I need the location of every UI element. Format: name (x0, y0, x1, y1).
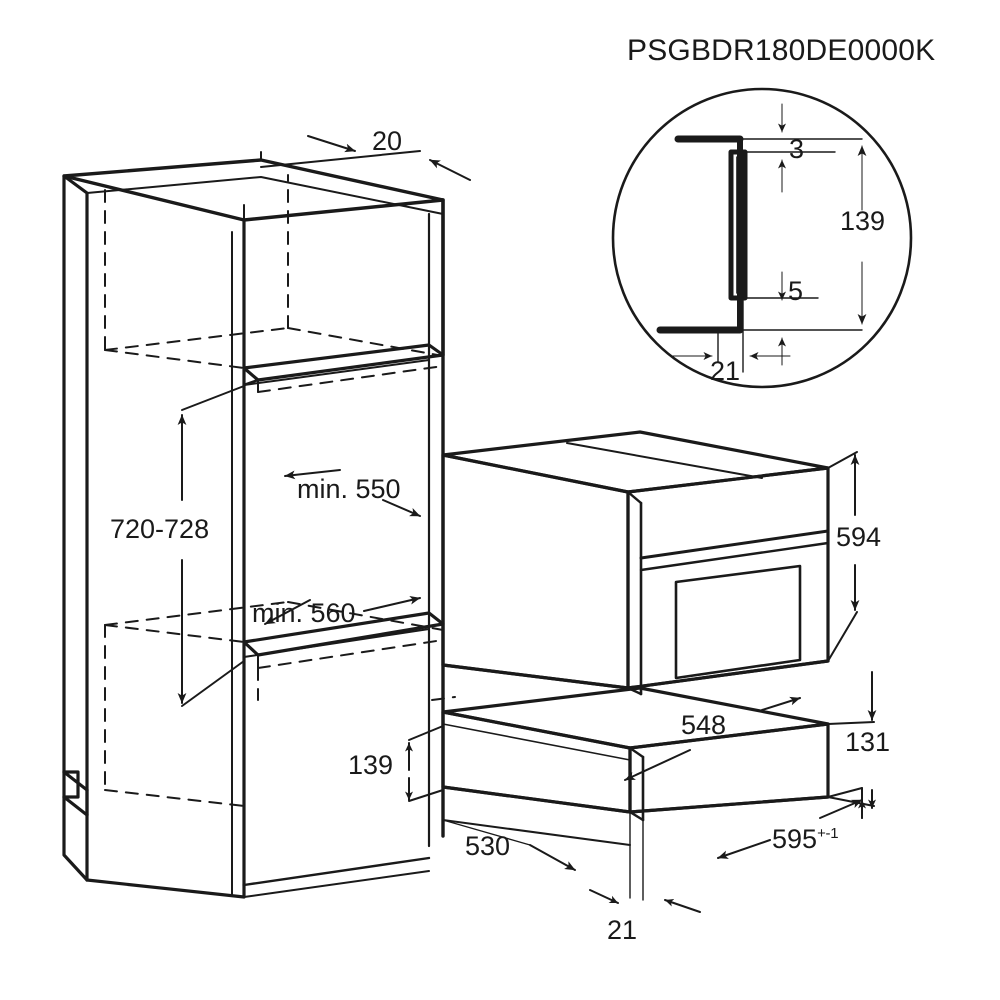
dim-label-detail-gap-bottom: 5 (788, 276, 804, 306)
dim-label-top-gap: 20 (372, 126, 403, 156)
dim-niche-depth (284, 469, 421, 517)
dim-label-detail-height: 139 (840, 206, 886, 236)
dim-label-drawer-height: 131 (845, 727, 891, 757)
dim-label-drawer-niche-height: 139 (348, 750, 394, 780)
dim-label-oven-height: 594 (836, 522, 882, 552)
cabinet-carcass (62, 158, 456, 899)
dim-label-niche-height: 720-728 (110, 514, 210, 544)
dim-top-gap-20 (243, 135, 471, 221)
hidden-edges (104, 174, 456, 807)
dim-niche-width (264, 595, 421, 625)
dim-label-drawer-width-tolerance: +-1 (817, 825, 839, 842)
dim-drawer-width (717, 787, 866, 859)
oven-body (441, 430, 830, 696)
dim-drawer-front-offset (589, 819, 701, 913)
dim-label-niche-depth: min. 550 (297, 474, 401, 504)
dim-label-drawer-width: 595+-1 (772, 824, 839, 854)
dim-label-drawer-depth: 548 (681, 710, 727, 740)
page-title: PSGBDR180DE0000K (627, 34, 936, 67)
dim-niche-height (177, 385, 245, 707)
dim-drawer-niche-height (405, 725, 444, 802)
dim-drawer-depth (624, 696, 801, 781)
dim-label-niche-width: min. 560 (252, 598, 356, 628)
detail-circle (611, 87, 913, 389)
dim-drawer-inner-depth (442, 786, 631, 899)
dim-label-drawer-front-offset: 21 (607, 915, 638, 945)
dim-oven-height (827, 451, 860, 662)
dim-drawer-height (827, 671, 877, 809)
dim-label-detail-gap-top: 3 (789, 134, 805, 164)
dim-label-drawer-width-value: 595 (772, 824, 818, 854)
dim-label-drawer-inner-depth: 530 (465, 831, 511, 861)
dim-label-detail-width: 21 (710, 356, 741, 386)
